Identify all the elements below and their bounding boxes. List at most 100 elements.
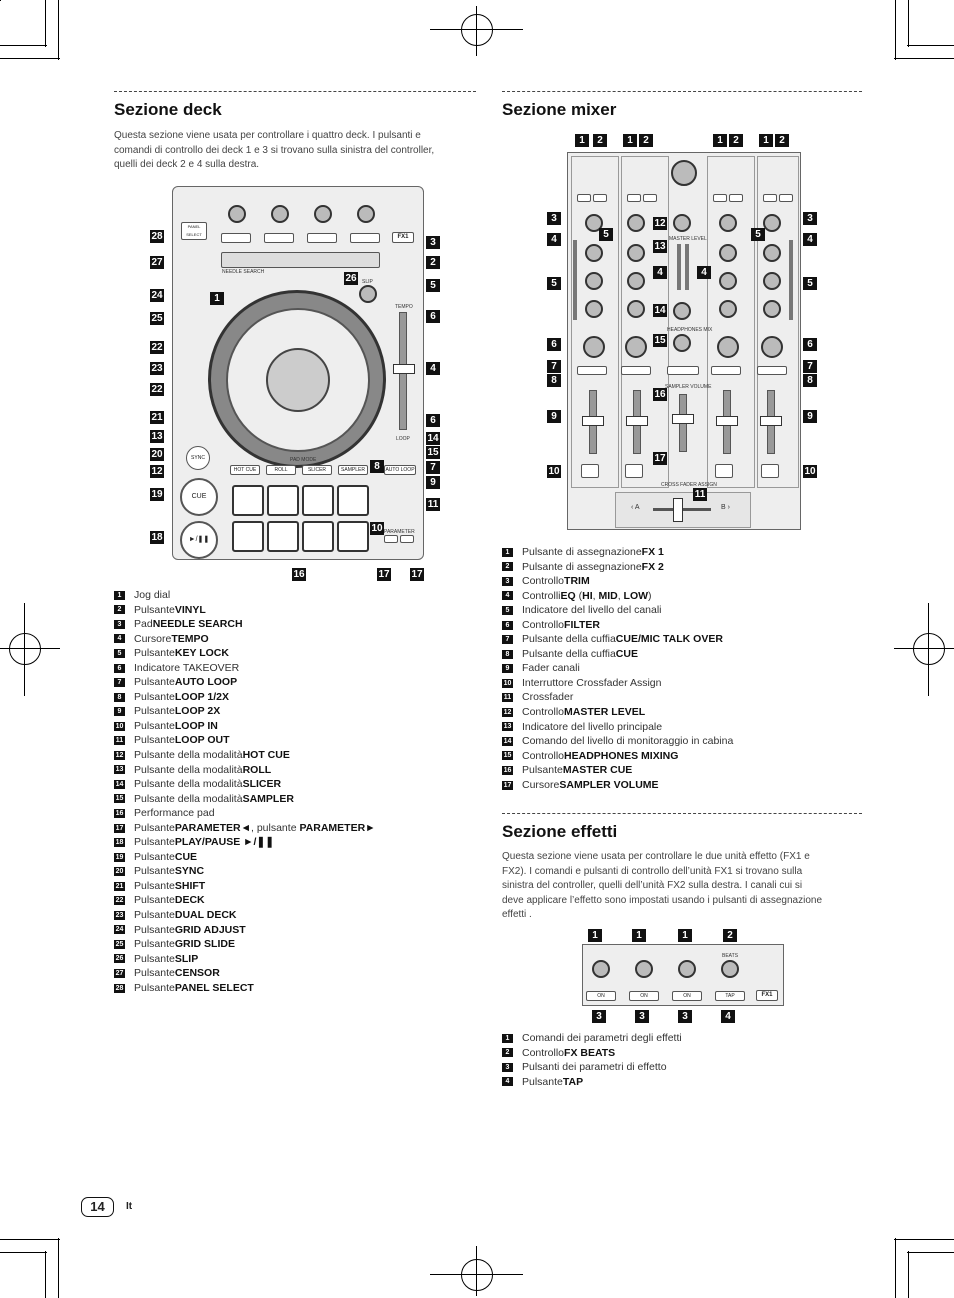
tempo-slider[interactable] (393, 364, 415, 374)
eq-mid-knob[interactable] (585, 272, 603, 290)
play-pause-button[interactable]: ►/❚❚ (180, 521, 218, 559)
cue-button[interactable]: CUE (180, 478, 218, 516)
fx2-assign-button[interactable] (729, 194, 743, 202)
cue-button[interactable] (621, 366, 651, 375)
eq-mid-knob[interactable] (627, 272, 645, 290)
callout: 7 (426, 461, 440, 474)
eq-hi-knob[interactable] (763, 244, 781, 262)
fx-parameter-knob[interactable] (678, 960, 696, 978)
performance-pad[interactable] (267, 485, 299, 516)
eq-low-knob[interactable] (585, 300, 603, 318)
sampler-mode-button[interactable]: SAMPLER (338, 465, 368, 475)
performance-pad[interactable] (337, 521, 369, 552)
fx2-assign-button[interactable] (779, 194, 793, 202)
eq-hi-knob[interactable] (585, 244, 603, 262)
channel-fader[interactable] (716, 416, 738, 426)
performance-pad[interactable] (337, 485, 369, 516)
tap-button[interactable]: TAP (715, 991, 745, 1001)
eq-mid-knob[interactable] (763, 272, 781, 290)
filter-knob[interactable] (583, 336, 605, 358)
filter-knob[interactable] (761, 336, 783, 358)
performance-pad[interactable] (267, 521, 299, 552)
trim-knob[interactable] (627, 214, 645, 232)
sampler-volume-slider[interactable] (672, 414, 694, 424)
crossfader-assign-switch[interactable] (581, 464, 599, 478)
channel-fader[interactable] (760, 416, 782, 426)
fx-parameter-knob[interactable] (592, 960, 610, 978)
fx-knob[interactable] (314, 205, 332, 223)
parameter-left-button[interactable] (384, 535, 398, 543)
auto-loop-button[interactable]: AUTO LOOP (384, 465, 416, 475)
cue-button[interactable] (711, 366, 741, 375)
tap-button[interactable] (350, 233, 380, 243)
eq-mid-knob[interactable] (719, 272, 737, 290)
performance-pad[interactable] (232, 521, 264, 552)
fx-on-button[interactable] (307, 233, 337, 243)
parameter-right-button[interactable] (400, 535, 414, 543)
booth-monitor-knob[interactable] (673, 302, 691, 320)
callout: 4 (653, 266, 667, 279)
callout: 8 (370, 460, 384, 473)
performance-pad[interactable] (302, 521, 334, 552)
fx2-assign-button[interactable] (643, 194, 657, 202)
crossfader-assign-switch[interactable] (625, 464, 643, 478)
cue-button[interactable] (757, 366, 787, 375)
fx-on-button[interactable] (221, 233, 251, 243)
eq-low-knob[interactable] (627, 300, 645, 318)
fx-parameter-button[interactable]: ON (586, 991, 616, 1001)
performance-pad[interactable] (232, 485, 264, 516)
loop-label: LOOP (396, 436, 410, 442)
panel-select-button[interactable]: PANEL SELECT (181, 222, 207, 240)
fx1-assign-button[interactable] (713, 194, 727, 202)
crop-mark (45, 0, 46, 47)
fx-parameter-button[interactable]: ON (629, 991, 659, 1001)
trim-knob[interactable] (763, 214, 781, 232)
filter-knob[interactable] (717, 336, 739, 358)
fx1-assign-button[interactable] (627, 194, 641, 202)
fx-knob[interactable] (271, 205, 289, 223)
crossfader[interactable] (673, 498, 683, 522)
callout: 2 (426, 256, 440, 269)
crossfader-assign-switch[interactable] (761, 464, 779, 478)
fx1-assign-button[interactable] (763, 194, 777, 202)
trim-knob[interactable] (585, 214, 603, 232)
callout: 20 (150, 448, 164, 461)
fx1-assign-button[interactable] (577, 194, 591, 202)
eq-hi-knob[interactable] (627, 244, 645, 262)
roll-mode-button[interactable]: ROLL (266, 465, 296, 475)
fx-beats-knob[interactable] (357, 205, 375, 223)
master-level-knob[interactable] (673, 214, 691, 232)
fx-parameter-knob[interactable] (635, 960, 653, 978)
fx-on-button[interactable] (264, 233, 294, 243)
callout: 26 (344, 272, 358, 285)
filter-knob[interactable] (625, 336, 647, 358)
slip-button[interactable] (359, 285, 377, 303)
callout: 4 (547, 233, 561, 246)
eq-hi-knob[interactable] (719, 244, 737, 262)
eq-low-knob[interactable] (719, 300, 737, 318)
headphones-mixing-knob[interactable] (673, 334, 691, 352)
cue-mic-talk-over-button[interactable] (577, 366, 607, 375)
callout: 25 (150, 312, 164, 325)
channel-fader[interactable] (582, 416, 604, 426)
eq-low-knob[interactable] (763, 300, 781, 318)
fx-parameter-button[interactable]: ON (672, 991, 702, 1001)
needle-search-pad[interactable] (221, 252, 380, 268)
master-cue-button[interactable] (667, 366, 699, 375)
channel-fader[interactable] (626, 416, 648, 426)
fx-knob[interactable] (228, 205, 246, 223)
sync-button[interactable]: SYNC (186, 446, 210, 470)
fx-beats-knob[interactable] (721, 960, 739, 978)
hot-cue-mode-button[interactable]: HOT CUE (230, 465, 260, 475)
callout: 1 (678, 929, 692, 942)
trim-knob[interactable] (719, 214, 737, 232)
master-cue-knob[interactable] (671, 160, 697, 186)
fx2-assign-button[interactable] (593, 194, 607, 202)
slicer-mode-button[interactable]: SLICER (302, 465, 332, 475)
crossfader-assign-switch[interactable] (715, 464, 733, 478)
performance-pad[interactable] (302, 485, 334, 516)
